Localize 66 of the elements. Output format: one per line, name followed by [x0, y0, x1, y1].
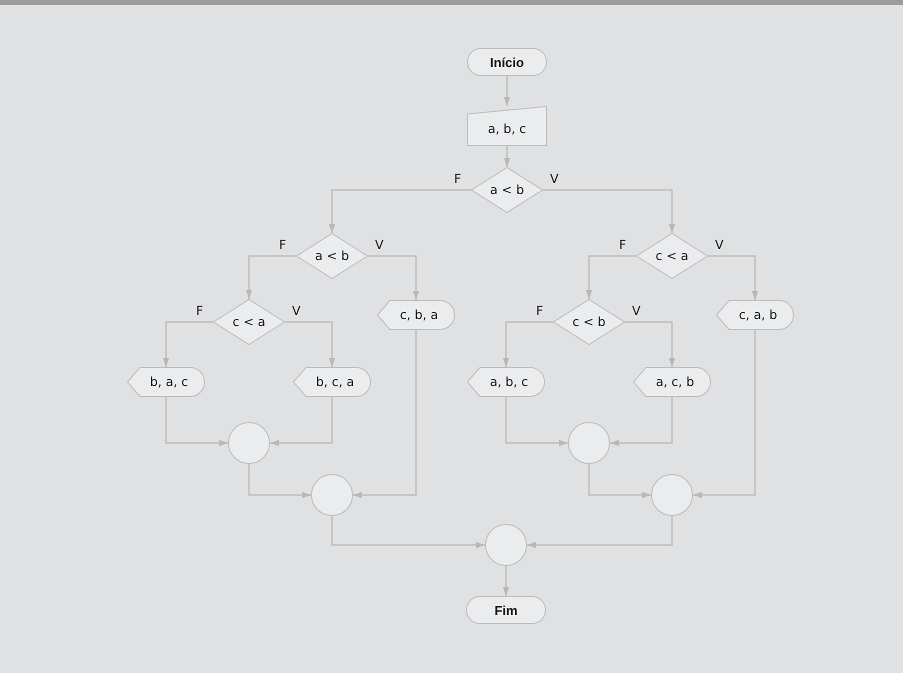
- arrow: [165, 397, 228, 446]
- connector-circle: [228, 422, 270, 464]
- arrow: [248, 464, 311, 498]
- input-box: [467, 106, 547, 146]
- node-label: b, c, a: [314, 376, 354, 388]
- edge-label: F: [618, 239, 628, 252]
- arrow: [353, 330, 417, 498]
- decision-diamond: [213, 299, 285, 345]
- node-label: a, b, c: [488, 120, 526, 136]
- arrow: [502, 566, 510, 596]
- node-label: c < b: [572, 316, 606, 328]
- arrow: [328, 189, 471, 233]
- node-label: a, c, b: [654, 376, 694, 388]
- node-label: Fim: [494, 604, 518, 616]
- arrow: [162, 321, 213, 367]
- edge-label: F: [195, 305, 204, 318]
- display-box: [127, 367, 205, 397]
- arrow: [504, 76, 510, 106]
- arrow: [708, 255, 758, 300]
- decision-diamond: [636, 233, 708, 279]
- arrow: [502, 321, 553, 367]
- arrow: [527, 516, 673, 548]
- edge-label: V: [714, 239, 725, 252]
- arrow: [610, 397, 673, 446]
- arrow: [588, 464, 651, 498]
- connector-circle: [311, 474, 353, 516]
- node-label: c < a: [232, 316, 266, 328]
- arrow: [693, 330, 756, 498]
- display-box: [293, 367, 371, 397]
- node-label: b, a, c: [148, 376, 188, 388]
- arrow: [586, 255, 636, 299]
- arrow: [504, 146, 510, 167]
- node-label: c < a: [656, 250, 688, 262]
- node-label: a < b: [490, 184, 524, 196]
- edge-label: V: [374, 239, 385, 252]
- edge-label: F: [278, 239, 288, 252]
- node-label: a, b, c: [488, 376, 528, 388]
- display-box: [633, 367, 711, 397]
- connector-circle: [485, 524, 527, 566]
- edge-label: V: [291, 305, 302, 318]
- arrow: [543, 189, 676, 233]
- arrow: [625, 321, 676, 367]
- arrow: [285, 321, 336, 367]
- arrow: [368, 255, 420, 300]
- arrow: [331, 516, 485, 548]
- display-box: [467, 367, 545, 397]
- connector-circle: [568, 422, 610, 464]
- edge-label: V: [631, 305, 642, 318]
- node-label: c, a, b: [738, 308, 778, 322]
- display-box: [377, 300, 455, 330]
- decision-diamond: [471, 167, 543, 213]
- arrow: [505, 397, 568, 446]
- edge-label: V: [549, 173, 560, 186]
- display-box: [716, 300, 794, 330]
- node-label: c, b, a: [398, 308, 438, 322]
- decision-diamond: [296, 233, 368, 279]
- arrow: [270, 397, 333, 446]
- arrow: [246, 255, 296, 299]
- node-label: a < b: [314, 250, 349, 262]
- decision-diamond: [553, 299, 625, 345]
- terminal-box: [466, 596, 546, 624]
- connector-circle: [651, 474, 693, 516]
- terminal-box: [467, 48, 547, 76]
- node-label: Início: [490, 56, 524, 68]
- edge-label: F: [535, 305, 544, 318]
- edge-label: F: [453, 173, 462, 186]
